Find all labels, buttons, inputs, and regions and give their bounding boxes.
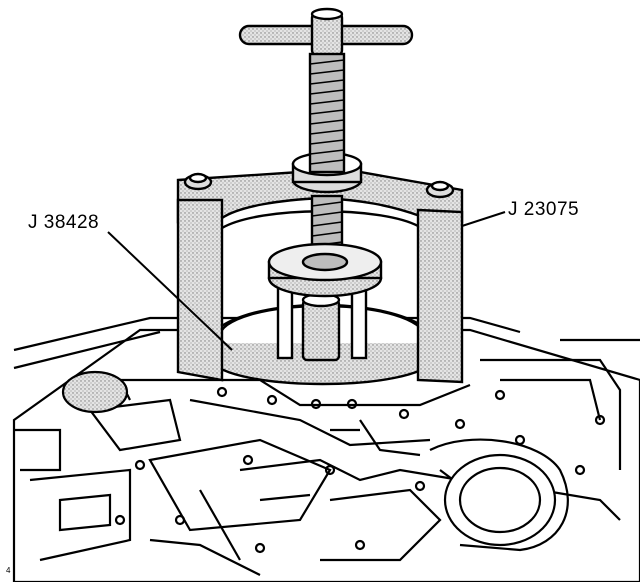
callout-press-frame: J 23075 bbox=[508, 199, 580, 220]
leader-lines bbox=[107, 211, 506, 351]
valve-body bbox=[12, 316, 640, 582]
forcing-screw bbox=[238, 7, 414, 298]
figure-corner-mark: 4 bbox=[6, 566, 11, 575]
ring-tool bbox=[208, 286, 436, 386]
callout-ring-tool: J 38428 bbox=[28, 212, 100, 233]
